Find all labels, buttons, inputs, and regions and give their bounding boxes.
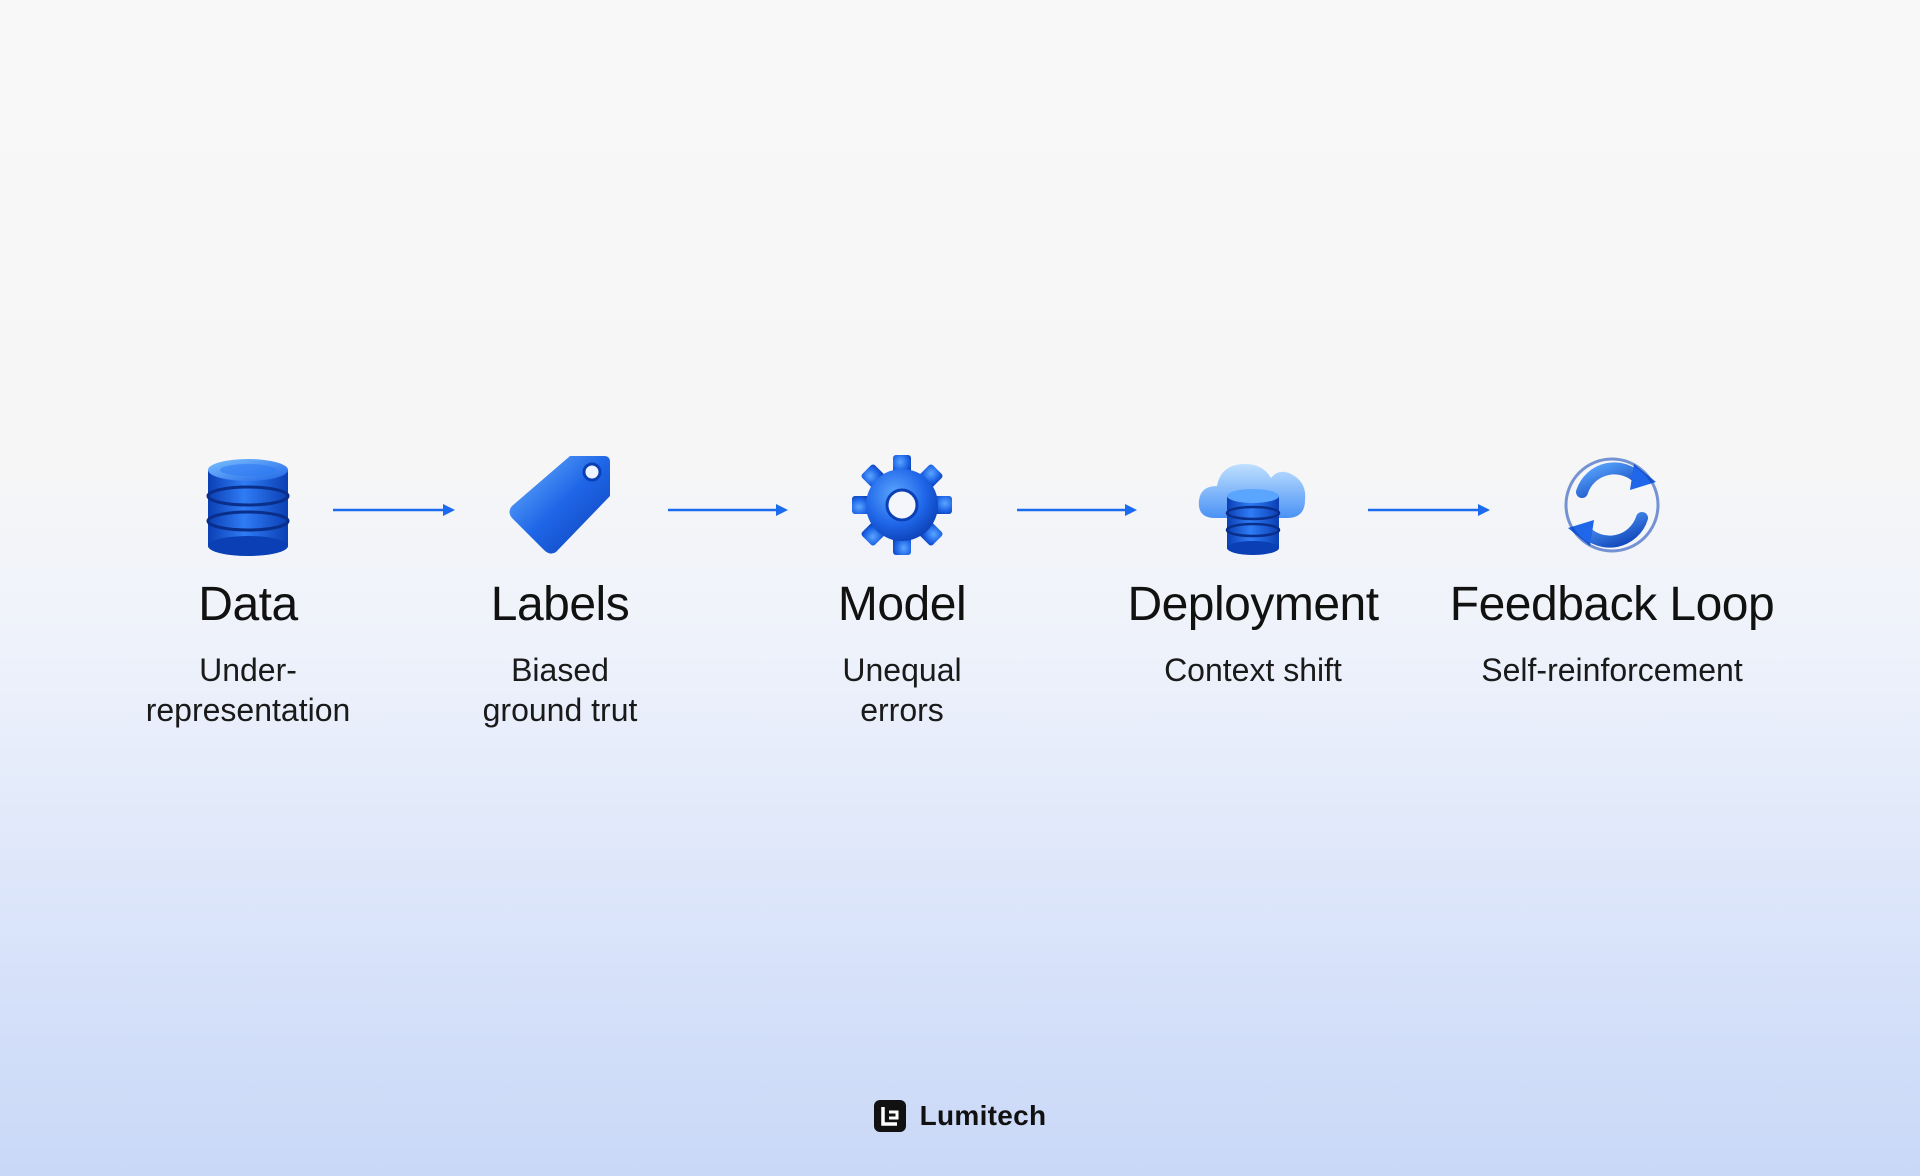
stage-description: Context shift <box>1164 652 1342 688</box>
stage-description: Self-reinforcement <box>1481 652 1743 688</box>
stage-description: Under- representation <box>145 652 351 728</box>
stage-description: Unequal errors <box>842 652 962 728</box>
flow-arrow <box>333 500 455 520</box>
gear-icon <box>842 450 962 560</box>
flow-arrow <box>668 500 788 520</box>
refresh-cycle-icon <box>1552 450 1672 560</box>
stage-title: Data <box>198 578 298 631</box>
flow-arrow <box>1368 500 1490 520</box>
stage-description: Biased ground trut <box>482 652 638 728</box>
tag-icon <box>500 450 620 560</box>
lumitech-logo-icon <box>873 1100 906 1132</box>
database-icon <box>188 450 308 560</box>
brand-footer: Lumitech <box>0 1100 1920 1132</box>
stage-title: Labels <box>490 578 630 631</box>
stage-title: Deployment <box>1127 578 1379 631</box>
flow-arrow <box>1017 500 1137 520</box>
stage-title: Model <box>837 578 967 631</box>
brand-name: Lumitech <box>919 1100 1047 1131</box>
cloud-database-icon <box>1193 450 1313 560</box>
stage-title: Feedback Loop <box>1449 578 1775 631</box>
